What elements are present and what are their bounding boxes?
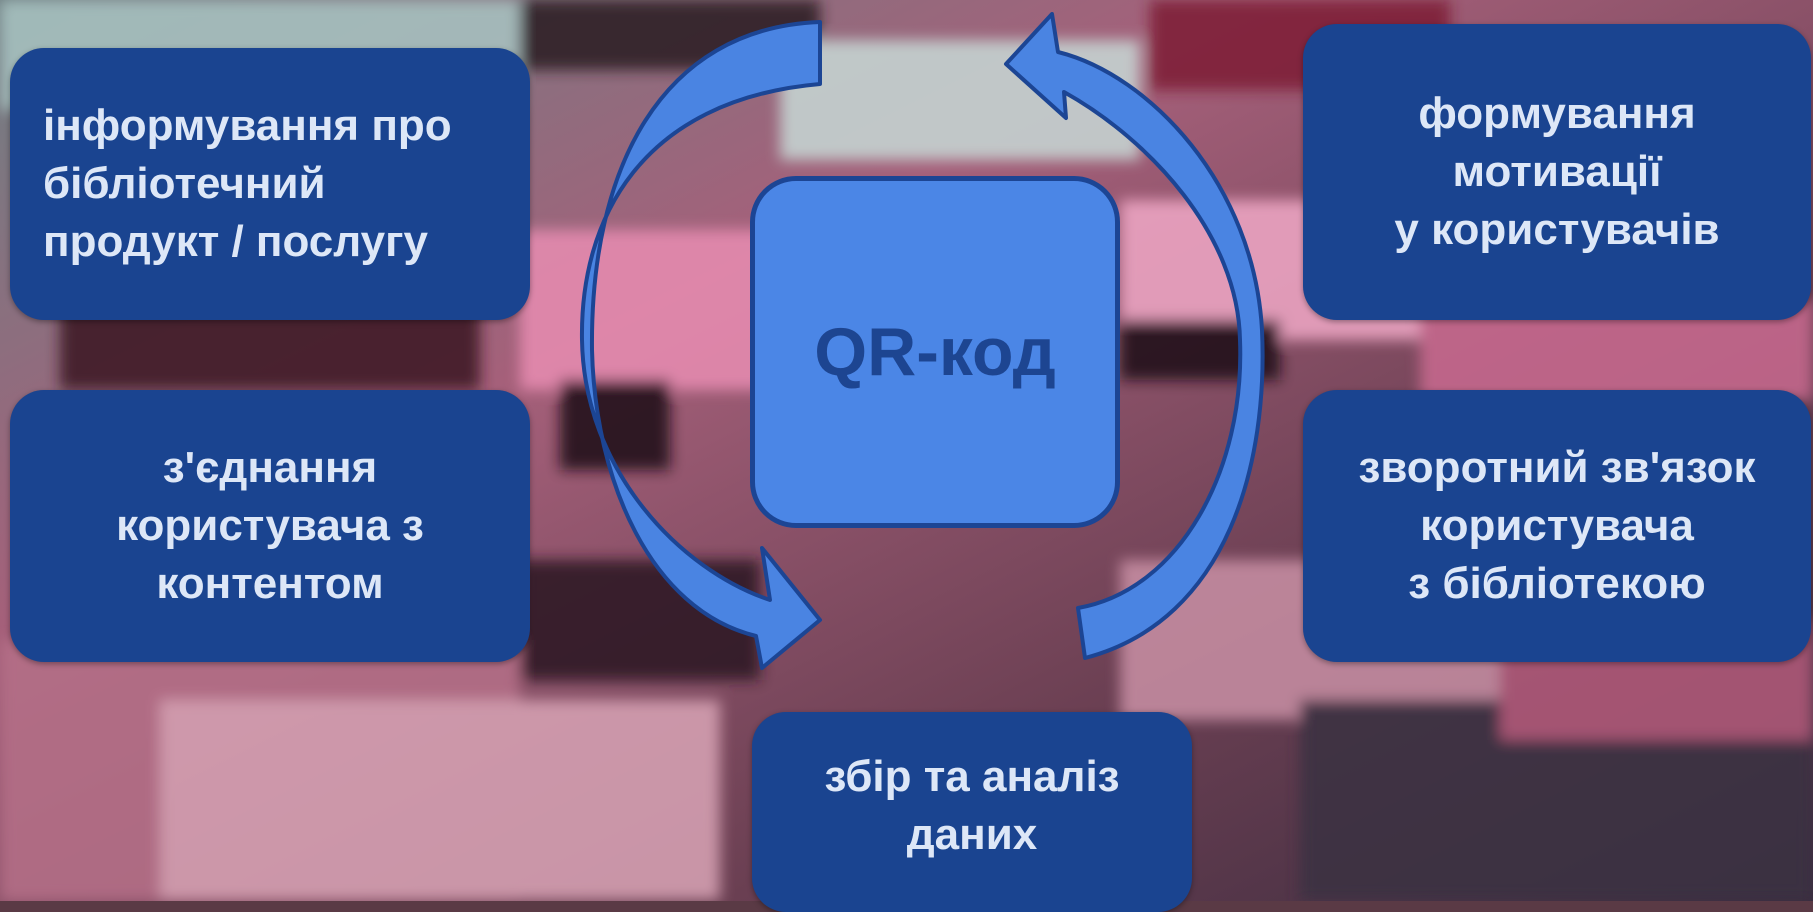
center-qr-code-label: QR-код: [814, 314, 1056, 390]
node-connect-user-with-content-label: з'єднання користувача з контентом: [116, 443, 424, 608]
left-cycle-arrow: [579, 20, 822, 670]
node-inform-about-product-label: інформування про бібліотечний продукт / …: [43, 101, 452, 266]
node-user-feedback: зворотний зв'язок користувача з бібліоте…: [1303, 390, 1811, 662]
node-data-collection-analysis-label: збір та аналіз даних: [824, 752, 1120, 859]
node-inform-about-product: інформування про бібліотечний продукт / …: [10, 48, 530, 320]
node-connect-user-with-content: з'єднання користувача з контентом: [10, 390, 530, 662]
center-qr-code-box: QR-код: [750, 176, 1120, 528]
node-data-collection-analysis: збір та аналіз даних: [752, 712, 1192, 912]
right-cycle-arrow: [1004, 12, 1265, 660]
node-user-feedback-label: зворотний зв'язок користувача з бібліоте…: [1358, 443, 1756, 608]
node-form-motivation-label: формування мотивації у користувачів: [1394, 89, 1720, 254]
node-form-motivation: формування мотивації у користувачів: [1303, 24, 1811, 320]
